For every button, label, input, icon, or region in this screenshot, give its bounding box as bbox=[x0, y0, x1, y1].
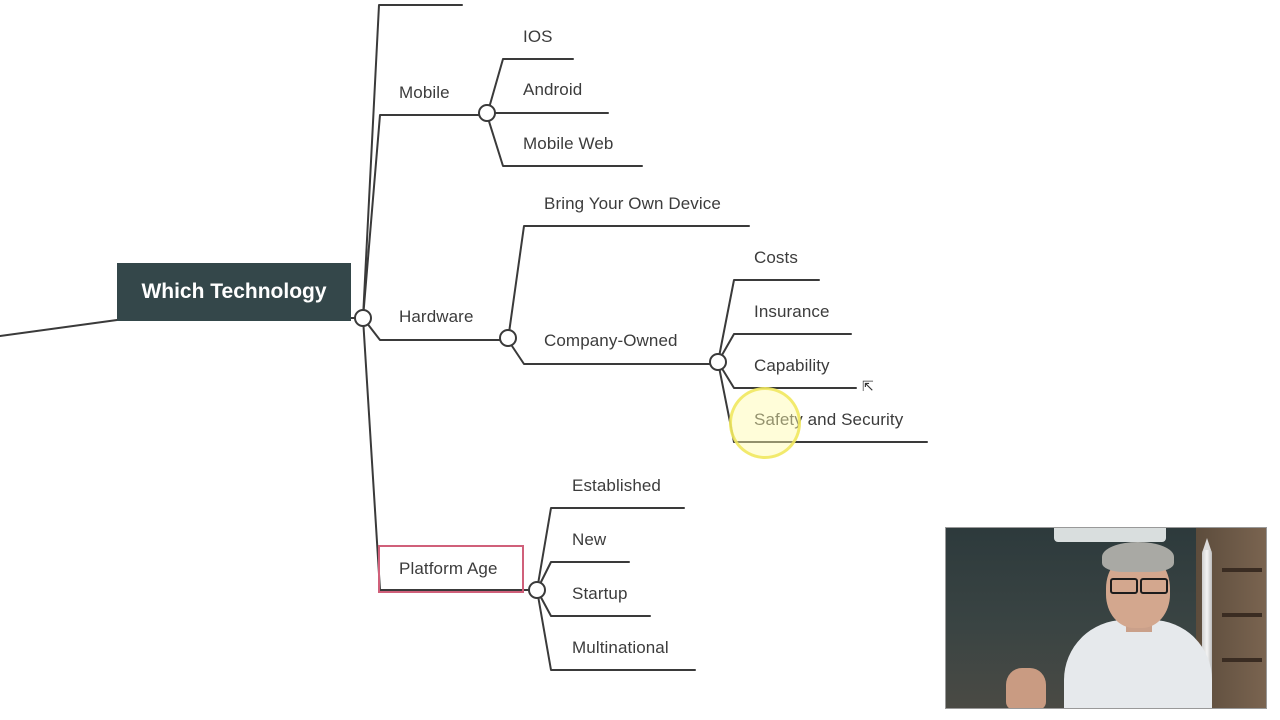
root-node[interactable]: Which Technology bbox=[117, 263, 351, 321]
connector-hardware bbox=[362, 317, 509, 341]
rocket-model bbox=[1202, 538, 1212, 708]
cursor-highlight bbox=[729, 387, 801, 459]
connector-capability bbox=[717, 361, 857, 389]
pointer-cursor-icon: ⇱ bbox=[862, 378, 874, 394]
node-capability[interactable]: Capability bbox=[754, 356, 830, 375]
connector-offscreen-branch bbox=[362, 4, 463, 319]
node-hardware[interactable]: Hardware bbox=[399, 307, 474, 326]
root-collapse-toggle bbox=[354, 309, 372, 327]
connector-mobile-web bbox=[486, 114, 643, 167]
root-node-label: Which Technology bbox=[141, 280, 327, 303]
node-company-owned[interactable]: Company-Owned bbox=[544, 331, 678, 350]
node-startup[interactable]: Startup bbox=[572, 584, 628, 603]
connector-multinational bbox=[536, 589, 696, 671]
node-bring-your-own-device[interactable]: Bring Your Own Device bbox=[544, 194, 721, 213]
platform-age-collapse-toggle bbox=[528, 581, 546, 599]
node-ios[interactable]: IOS bbox=[523, 27, 553, 46]
connector-new bbox=[536, 561, 630, 591]
wall-ac-unit bbox=[1054, 528, 1166, 542]
node-mobile[interactable]: Mobile bbox=[399, 83, 450, 102]
root-incoming-connector bbox=[0, 319, 118, 337]
hardware-collapse-toggle bbox=[499, 329, 517, 347]
node-new[interactable]: New bbox=[572, 530, 607, 549]
connector-platform-age bbox=[362, 317, 538, 591]
node-mobile-web[interactable]: Mobile Web bbox=[523, 134, 614, 153]
connector-established bbox=[536, 507, 685, 591]
node-platform-age[interactable]: Platform Age bbox=[399, 559, 498, 578]
node-established[interactable]: Established bbox=[572, 476, 661, 495]
shelf bbox=[1222, 613, 1262, 617]
mobile-collapse-toggle bbox=[478, 104, 496, 122]
node-costs[interactable]: Costs bbox=[754, 248, 798, 267]
shelf bbox=[1222, 568, 1262, 572]
node-multinational[interactable]: Multinational bbox=[572, 638, 669, 657]
presenter-hand bbox=[1006, 668, 1046, 708]
connector-mobile bbox=[362, 114, 488, 319]
shelf bbox=[1222, 658, 1262, 662]
connector-insurance bbox=[717, 333, 852, 363]
connector-costs bbox=[717, 279, 820, 363]
node-android[interactable]: Android bbox=[523, 80, 583, 99]
connector-ios bbox=[486, 58, 574, 116]
connector-company-owned bbox=[507, 339, 719, 365]
node-platform-age-selection[interactable] bbox=[378, 545, 524, 593]
company-owned-collapse-toggle bbox=[709, 353, 727, 371]
node-insurance[interactable]: Insurance bbox=[754, 302, 830, 321]
presenter-shirt bbox=[1064, 620, 1212, 708]
connector-byod bbox=[507, 225, 750, 341]
connector-startup bbox=[536, 589, 651, 617]
presenter-webcam bbox=[945, 527, 1267, 709]
presenter-hair bbox=[1102, 542, 1174, 572]
presenter-glasses bbox=[1108, 578, 1168, 594]
